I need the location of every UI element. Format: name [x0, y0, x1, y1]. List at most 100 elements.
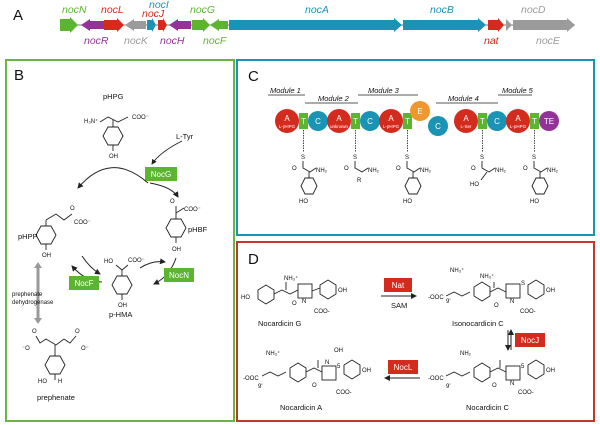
domain-a3-substrate: L-pHPG — [383, 124, 400, 129]
domain-t4-label: T — [480, 117, 485, 126]
enzyme-nocf-label: NocF — [74, 279, 93, 288]
atom-ho-prep: HO — [38, 379, 47, 385]
enzyme-nocl-box — [388, 360, 418, 374]
svg-text:R: R — [357, 178, 362, 184]
svg-text:NH₃⁺: NH₃⁺ — [284, 275, 298, 282]
enzyme-nocj-box — [515, 333, 545, 347]
bond-chain — [99, 116, 129, 123]
svg-text:OH: OH — [546, 368, 555, 374]
tethered-substrate-5: S O NH₂ HO — [523, 155, 559, 205]
structure-pHBF: O COO⁻ OH pHBF — [165, 199, 208, 253]
gene-nat-arrow — [488, 18, 504, 32]
label-prephenate-dehydrogenase-1: prephenate — [12, 292, 43, 298]
domain-e3-label: E — [417, 107, 422, 116]
domain-a1-label: A — [284, 114, 290, 123]
domain-a2 — [327, 109, 351, 133]
ring-phenyl — [102, 126, 124, 146]
label-nocardicin-g: Nocardicin G — [258, 319, 302, 328]
atom-h-prep: H — [58, 379, 62, 385]
svg-text:N: N — [325, 360, 329, 366]
bond-prep-chain — [35, 335, 77, 346]
gene-label-nocD: nocD — [521, 4, 546, 16]
atom-o-prep-1: O — [32, 329, 37, 335]
label-nocardicin-a: Nocardicin A — [280, 403, 322, 412]
label-pHPG: pHPG — [103, 92, 124, 101]
gene-nocH-arrow — [169, 19, 191, 31]
svg-text:OH: OH — [546, 288, 555, 294]
svg-text:O: O — [292, 301, 297, 307]
label-isonocardicin-c: Isonocardicin C — [452, 319, 504, 328]
svg-text:S: S — [521, 281, 525, 287]
gene-nocR-arrow — [81, 19, 104, 31]
arc-nocg-to-php — [77, 167, 149, 189]
svg-text:HO: HO — [241, 295, 250, 301]
svg-text:O: O — [523, 166, 528, 172]
tethered-substrate-1: S O NH₂ HO — [292, 155, 328, 205]
domain-a5-label: A — [515, 114, 521, 123]
domain-t1-label: T — [301, 117, 306, 126]
svg-text:NH₂: NH₂ — [420, 168, 432, 174]
module-1-label: Module 1 — [270, 86, 301, 95]
atom-coo: COO⁻ — [132, 115, 149, 121]
domain-t4 — [478, 113, 487, 129]
arrow-dehydrogenase-head-up — [34, 262, 42, 268]
gene-nocK-arrow — [125, 19, 146, 31]
atom-nh3: H₃N⁺ — [84, 118, 98, 125]
label-l-tyr: L-Tyr — [176, 132, 194, 141]
svg-text:HO: HO — [530, 199, 539, 205]
atom-coo-phma: COO⁻ — [128, 258, 145, 264]
svg-text:N: N — [510, 299, 514, 305]
svg-text:OH: OH — [362, 368, 371, 374]
gene-label-nocA: nocA — [305, 4, 329, 16]
svg-text:S: S — [480, 155, 484, 161]
atom-o-phbf: O — [170, 199, 175, 205]
domain-c3 — [360, 111, 380, 131]
label-pHPP: pHPP — [18, 232, 38, 241]
svg-text:NH₂: NH₂ — [460, 351, 472, 357]
panel-c: C Module 1 Module 2 Module 3 Module 4 Mo… — [236, 59, 595, 236]
label-nocardicin-c: Nocardicin C — [466, 403, 510, 412]
svg-text:NH₂: NH₂ — [368, 168, 380, 174]
gene-nocN-arrow — [60, 17, 78, 33]
gene-label-nocB: nocB — [430, 4, 454, 16]
svg-text:NH₂: NH₂ — [495, 168, 507, 174]
svg-text:COO-: COO- — [520, 309, 536, 315]
module-5-label: Module 5 — [502, 86, 534, 95]
panel-c-border — [236, 59, 595, 236]
structure-pHPP: O COO⁻ OH pHPP — [18, 206, 91, 259]
gene-nocJ-arrow — [158, 18, 167, 32]
atom-o-prep-4: O⁻ — [81, 346, 89, 352]
domain-c2 — [308, 111, 328, 131]
panel-d: D HO NH₃⁺ O N OH COO- Nocardicin G Nat S… — [236, 241, 595, 422]
domain-a5-substrate: L-pHPG — [510, 124, 527, 129]
arc-nocg-to-phbf — [149, 182, 179, 198]
gene-label-nocN: nocN — [62, 4, 87, 16]
svg-text:O: O — [492, 383, 497, 389]
label-prephenate: prephenate — [37, 393, 75, 402]
atom-o-prep-3: ⁻O — [22, 346, 30, 352]
svg-text:9': 9' — [446, 384, 450, 390]
structure-pHPG: pHPG H₃N⁺ COO⁻ OH — [84, 92, 149, 160]
domain-c5-label: C — [494, 117, 500, 126]
svg-text:HO: HO — [299, 199, 308, 205]
domain-c2-label: C — [315, 117, 321, 126]
svg-text:-OOC: -OOC — [428, 376, 444, 382]
svg-text:S: S — [532, 155, 536, 161]
atom-oh-phma: OH — [118, 303, 127, 309]
tethered-substrate-4: S O NH₂ HO — [470, 155, 507, 188]
domain-e3 — [410, 101, 430, 121]
gene-label-nocJ: nocJ — [142, 8, 165, 20]
enzyme-nocn-label: NocN — [169, 271, 189, 280]
svg-text:S: S — [353, 155, 357, 161]
panel-d-border — [236, 241, 595, 422]
panel-c-letter: C — [248, 68, 259, 85]
gene-label-nat: nat — [484, 35, 500, 47]
domain-a2-label: A — [336, 114, 342, 123]
domain-c4 — [428, 116, 448, 136]
svg-text:O: O — [471, 166, 476, 172]
domain-a1-substrate: L-pHPG — [279, 124, 296, 129]
gene-label-nocF: nocF — [203, 35, 227, 47]
svg-text:5: 5 — [521, 364, 525, 370]
atom-ho-phma: HO — [104, 259, 113, 265]
atom-o-prep-2: O — [75, 329, 80, 335]
